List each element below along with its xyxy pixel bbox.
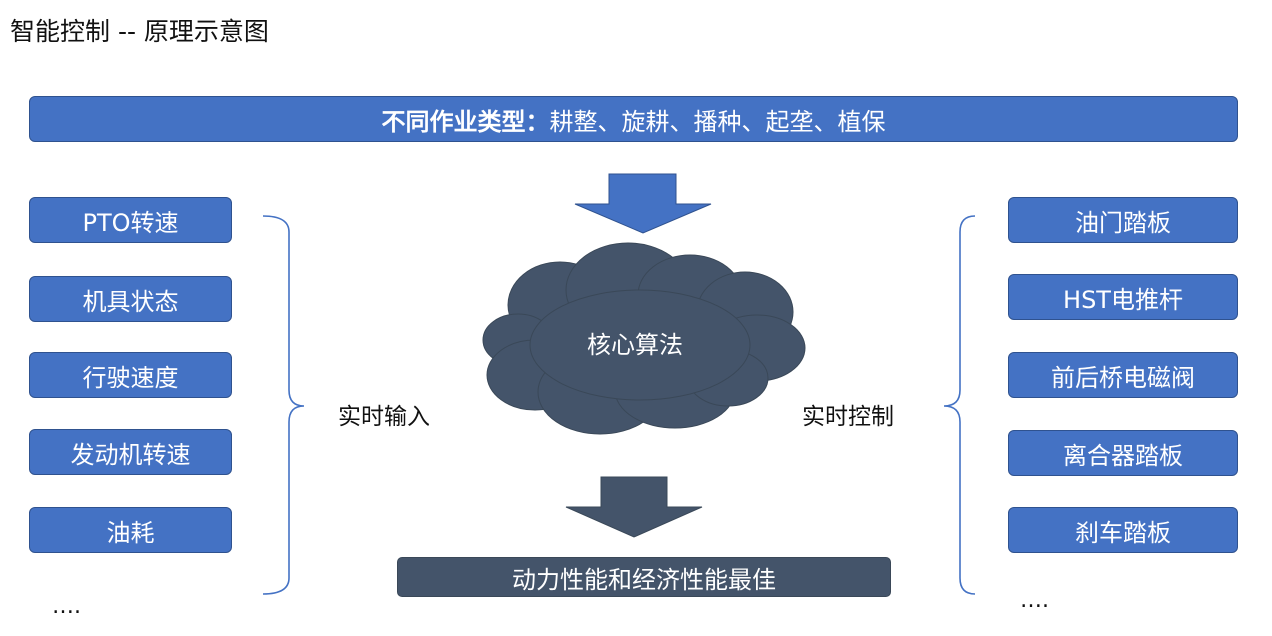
- input-box-implement-status: 机具状态: [29, 276, 232, 322]
- outputs-ellipsis: ….: [1020, 588, 1049, 613]
- output-box-axle-solenoid: 前后桥电磁阀: [1008, 352, 1238, 398]
- output-box-throttle-pedal: 油门踏板: [1008, 197, 1238, 243]
- page-title: 智能控制 -- 原理示意图: [10, 17, 269, 46]
- output-box-clutch-pedal: 离合器踏板: [1008, 430, 1238, 476]
- inputs-ellipsis: ….: [52, 594, 81, 619]
- core-algorithm-label: 核心算法: [587, 331, 683, 359]
- realtime-control-label: 实时控制: [802, 404, 894, 430]
- core-cloud: [482, 242, 806, 435]
- banner-text: 耕整、旋耕、播种、起垄、植保: [549, 107, 886, 136]
- output-box-hst-actuator: HST电推杆: [1008, 274, 1238, 320]
- left-brace: [262, 215, 305, 595]
- input-box-fuel-consumption: 油耗: [29, 507, 232, 553]
- result-box: 动力性能和经济性能最佳: [397, 557, 891, 597]
- input-box-pto-speed: PTO转速: [29, 197, 232, 243]
- realtime-input-label: 实时输入: [338, 404, 430, 430]
- right-brace: [943, 215, 976, 595]
- work-type-banner: 不同作业类型： 耕整、旋耕、播种、起垄、植保: [29, 96, 1238, 142]
- input-box-engine-speed: 发动机转速: [29, 429, 232, 475]
- output-box-brake-pedal: 刹车踏板: [1008, 507, 1238, 553]
- down-arrow-bottom: [565, 476, 703, 538]
- down-arrow-top: [574, 173, 712, 234]
- input-box-travel-speed: 行驶速度: [29, 352, 232, 398]
- banner-heading: 不同作业类型：: [381, 107, 550, 136]
